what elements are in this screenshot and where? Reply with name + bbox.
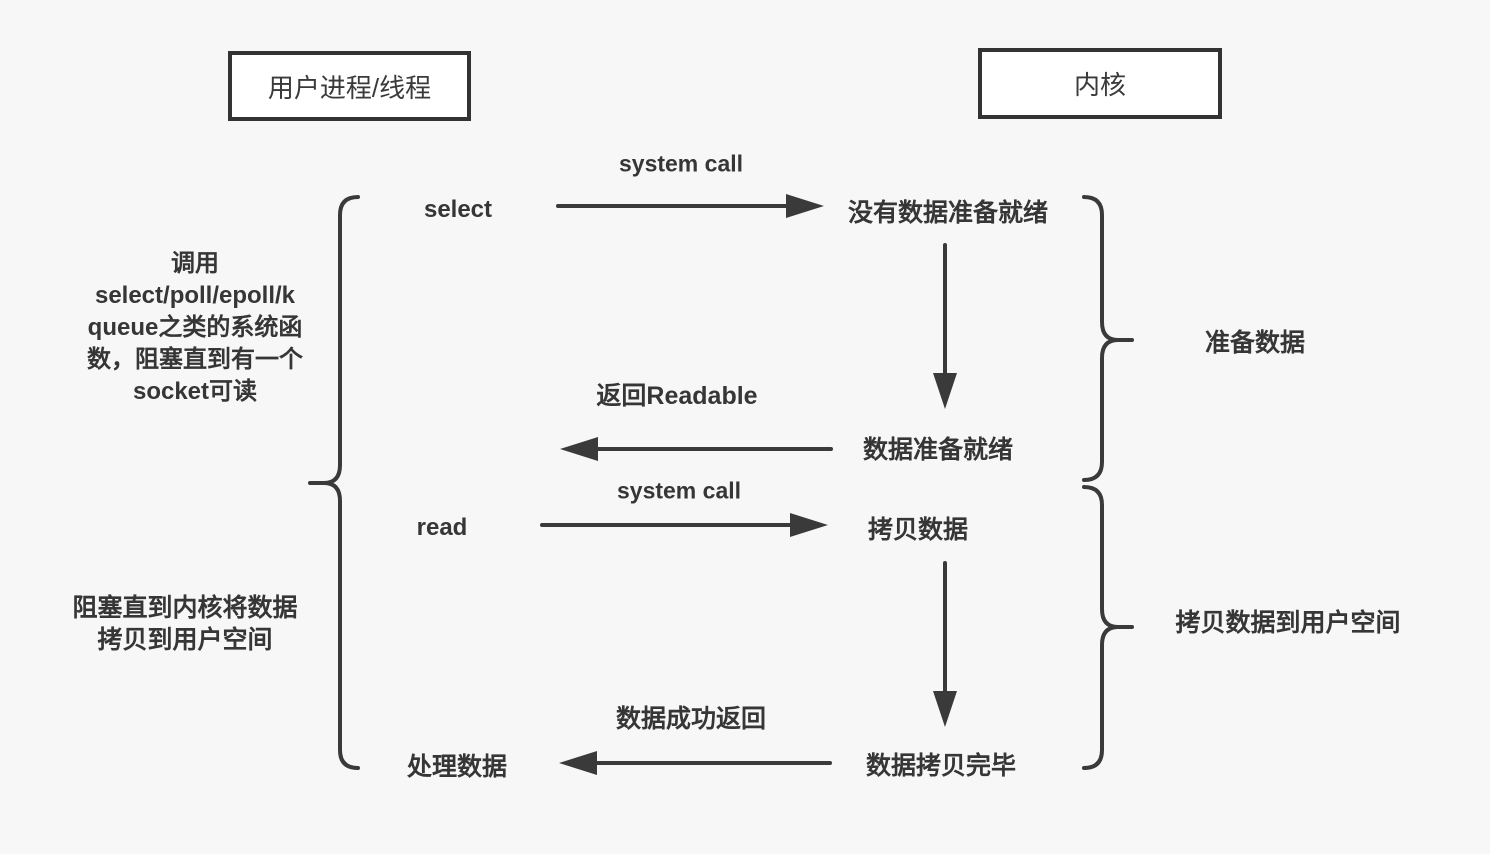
copy-data-label: 拷贝数据	[867, 516, 969, 544]
data-returned-label: 数据成功返回	[615, 705, 767, 733]
data-returned-arrow-head	[559, 751, 597, 775]
system-call-2-label: system call	[616, 477, 742, 504]
system-call-2-arrow-head	[790, 513, 828, 537]
copy-data-arrow-head	[933, 691, 957, 727]
prepare-data-arrow-head	[933, 373, 957, 409]
read-step-label: read	[416, 514, 468, 541]
return-readable-arrow-head	[560, 437, 598, 461]
read-blocking-note: 阻塞直到内核将数据 拷贝到用户空间	[72, 594, 298, 654]
system-call-1-label: system call	[618, 150, 744, 177]
select-step-label: select	[423, 196, 493, 223]
user-process-box: 用户进程/线程	[228, 51, 471, 121]
select-blocking-note: 调用 select/poll/epoll/k queue之类的系统函 数，阻塞直…	[87, 250, 303, 405]
return-readable-label: 返回Readable	[596, 382, 758, 410]
data-ready-label: 数据准备就绪	[862, 436, 1014, 464]
copy-complete-label: 数据拷贝完毕	[865, 752, 1017, 780]
kernel-box: 内核	[978, 48, 1222, 119]
user-process-box-label: 用户进程/线程	[267, 72, 432, 103]
copy-to-user-brace-label: 拷贝数据到用户空间	[1175, 609, 1401, 637]
prepare-data-brace	[1082, 195, 1119, 482]
prepare-data-brace-label: 准备数据	[1204, 329, 1306, 357]
system-call-1-arrow-head	[786, 194, 824, 218]
copy-to-user-brace	[1082, 485, 1119, 770]
no-data-ready-label: 没有数据准备就绪	[847, 199, 1049, 227]
kernel-box-label: 内核	[1073, 70, 1126, 100]
process-data-label: 处理数据	[406, 753, 508, 781]
